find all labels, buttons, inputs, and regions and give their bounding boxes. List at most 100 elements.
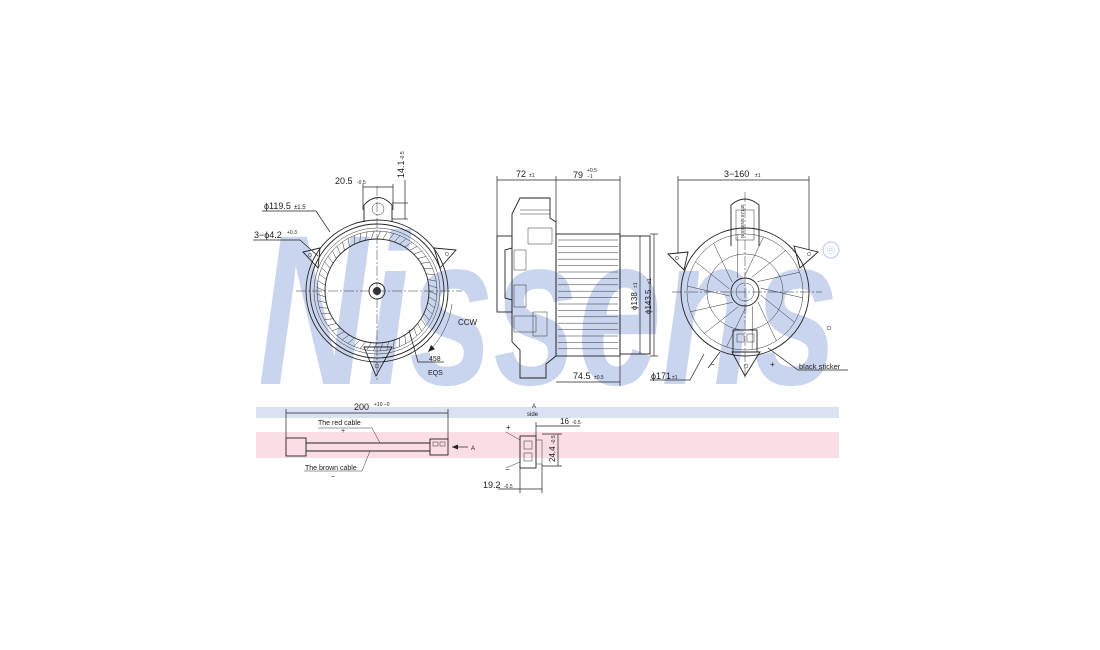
fan-blade	[427, 279, 437, 282]
brown-cable-minus: −	[331, 474, 335, 481]
fan-blade	[388, 233, 395, 241]
fan-blade	[365, 231, 368, 241]
fan-blade	[336, 246, 341, 255]
front-ear-right	[433, 247, 457, 269]
fan-blade	[420, 261, 430, 264]
fan-blade	[324, 261, 331, 269]
fan-blade	[404, 334, 407, 344]
fan-blade	[341, 334, 350, 341]
fan-blade	[347, 337, 355, 344]
fan-blade	[386, 341, 389, 351]
side-upper-block	[527, 227, 553, 245]
mark-b: 458	[429, 356, 441, 363]
dim-connector-bottom: 19.2	[483, 480, 501, 490]
connector-plus-leader	[505, 431, 521, 441]
rear-rib	[757, 271, 800, 282]
connector-minus: −	[505, 465, 510, 474]
fan-blade	[319, 273, 327, 280]
dim-connector-width: 16	[560, 417, 569, 426]
rear-plus: +	[770, 360, 775, 369]
cable-view: 200 +10 −0 The red cable + The brown cab…	[285, 402, 475, 481]
dim-connector-width-tol: -0.5	[572, 420, 581, 426]
fan-blade	[428, 296, 437, 302]
fan-blade	[417, 256, 427, 259]
fan-blade	[342, 241, 345, 251]
dim-rear-diameter: ϕ171	[651, 371, 671, 381]
dim-diameter-tol: ±1.5	[294, 205, 306, 211]
dim-connector-height-tol: -0.5	[551, 435, 557, 444]
connector-view-label-a: A	[532, 404, 536, 410]
red-cable-plus: +	[341, 428, 345, 435]
arrow-label-a: A	[471, 446, 475, 452]
fan-blade	[413, 250, 422, 255]
connector-plus: +	[506, 423, 511, 432]
rear-ground-mark	[826, 325, 832, 331]
fan-blade	[317, 300, 327, 303]
rear-rib	[760, 287, 803, 299]
dim-right-tol-lower: −1	[587, 174, 593, 180]
dim-rear-diameter-leader	[650, 353, 705, 381]
fan-blade	[417, 323, 422, 332]
fan-blade	[317, 287, 326, 292]
connector-minus-leader	[505, 461, 521, 469]
dim-holes-leader	[253, 239, 319, 257]
dim-hole-spacing-tol: ±1	[755, 173, 761, 179]
front-top-tab	[363, 197, 393, 222]
fan-blade	[336, 331, 345, 336]
dim-holes-tol: +0.3	[287, 230, 297, 236]
dim-cable-length-tol: +10 −0	[374, 402, 390, 408]
fan-blade	[359, 341, 366, 349]
fan-blade	[332, 250, 337, 259]
brand-logo-watermark: Nissens	[258, 191, 838, 430]
red-cable-label: The red cable	[318, 420, 361, 427]
dim-outer-diameter: ϕ143.5	[644, 289, 653, 314]
dim-connector-height: 24.4	[548, 446, 557, 462]
dim-tab-width-tol: -0.5	[357, 180, 366, 186]
fan-blade	[327, 255, 334, 264]
fan-blade	[324, 318, 334, 321]
connector-view-label-side: side	[527, 412, 539, 418]
rear-ear-right	[793, 245, 819, 269]
dim-cable-length: 200	[354, 402, 369, 412]
dim-tab-height: 14.1	[396, 160, 406, 178]
front-top-tab-hole	[371, 202, 385, 216]
side-flange	[496, 235, 513, 313]
front-ear-right-hole	[445, 252, 449, 256]
fan-blade	[332, 327, 341, 332]
side-lower-block	[532, 311, 548, 337]
mark-a: EQS	[428, 370, 443, 377]
cable-motor-end	[285, 437, 307, 457]
side-wheel-blades	[558, 239, 618, 350]
red-cable-leader	[318, 427, 381, 444]
fan-blade	[379, 342, 384, 351]
side-connector-2	[513, 284, 527, 308]
black-sticker-leader	[767, 347, 848, 371]
dim-bottom-tol: ±0.5	[594, 375, 604, 381]
cable-connector	[429, 438, 449, 456]
rear-rib	[695, 261, 730, 290]
side-connector-3	[513, 315, 537, 333]
fan-blade	[428, 284, 437, 289]
dim-rear-diameter-tol: ±1	[672, 375, 678, 381]
fan-blade	[393, 235, 401, 243]
fan-blade	[366, 342, 372, 351]
rear-ribs	[687, 234, 803, 350]
rear-minus: −	[710, 360, 715, 369]
dim-connector-bottom-tol: -0.5	[504, 484, 513, 490]
brand-band-pink	[256, 432, 839, 458]
dim-tab-height-tol: -0.5	[400, 151, 406, 160]
connector-view: A side 16 -0.5 24.4 -0.5 19.2 -0.5 + −	[483, 404, 581, 493]
dim-bottom: 74.5	[573, 371, 591, 381]
fan-blade	[321, 267, 329, 275]
fan-blade	[359, 233, 361, 242]
fan-blade	[425, 307, 433, 315]
rear-sticker-text: NISSENS 87140	[740, 204, 745, 238]
rear-rib	[704, 306, 739, 334]
fan-blade	[420, 318, 427, 327]
fan-blade	[413, 327, 418, 336]
fan-blade	[404, 241, 413, 248]
fan-blade	[399, 238, 407, 245]
fan-blade	[317, 293, 326, 298]
front-ear-left-hole	[308, 253, 312, 257]
